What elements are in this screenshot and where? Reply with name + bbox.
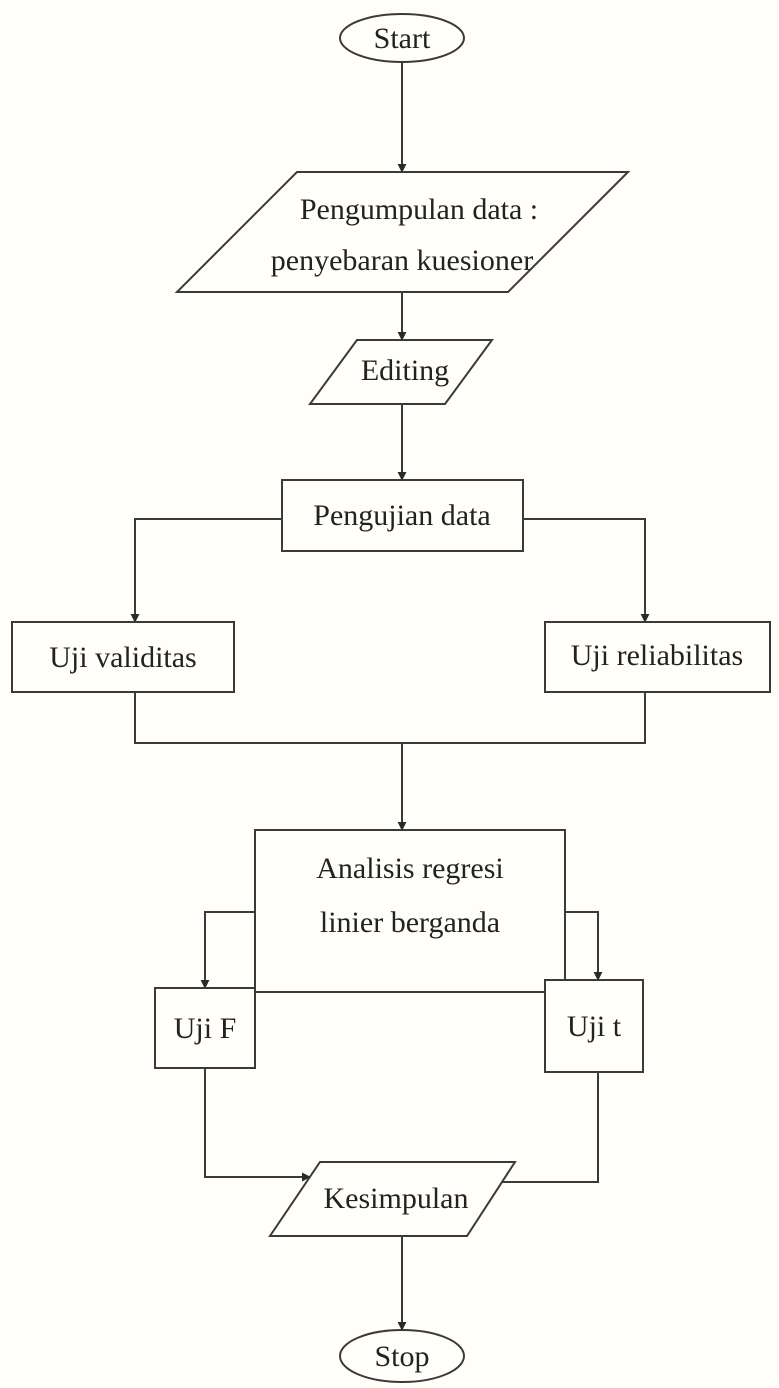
edge-pengujian-to-uji-validitas — [130, 518, 282, 623]
uji-f-shape — [154, 987, 256, 1069]
analisis-regresi-label-line1: Analisis regresi — [316, 852, 503, 885]
uji-reliabilitas-node: Uji reliabilitas — [544, 621, 771, 693]
analisis-regresi-shape — [254, 829, 566, 993]
editing-label: Editing — [361, 354, 449, 387]
pengumpulan-data-shape — [174, 171, 631, 293]
kesimpulan-label: Kesimpulan — [324, 1182, 469, 1215]
analisis-regresi-label-line2: linier berganda — [320, 906, 500, 939]
analisis-regresi-node: Analisis regresi linier berganda — [254, 829, 566, 993]
uji-reliabilitas-label: Uji reliabilitas — [571, 639, 743, 672]
pengujian-data-node: Pengujian data — [281, 479, 524, 552]
uji-f-label: Uji F — [174, 1012, 237, 1045]
uji-validitas-label: Uji validitas — [49, 641, 196, 674]
uji-t-label: Uji t — [567, 1010, 622, 1043]
edge-analisis-to-uji-t — [565, 911, 603, 981]
uji-f-node: Uji F — [154, 987, 256, 1069]
uji-reliabilitas-shape — [544, 621, 771, 693]
pengujian-data-label: Pengujian data — [313, 499, 490, 532]
connectors — [130, 62, 650, 1331]
uji-t-node: Uji t — [544, 979, 644, 1073]
kesimpulan-shape — [268, 1161, 517, 1237]
editing-node: Editing — [308, 339, 494, 405]
start-label: Start — [374, 22, 431, 55]
edge-analisis-to-uji-f-path — [200, 911, 255, 989]
pengumpulan-data-label-line2: penyebaran kuesioner — [271, 244, 533, 277]
stop-terminal-shape — [339, 1329, 465, 1383]
uji-validitas-node: Uji validitas — [11, 621, 235, 693]
pengujian-data-shape — [281, 479, 524, 552]
edge-uji-t-to-kesimpulan — [474, 1072, 599, 1187]
uji-t-shape — [544, 979, 644, 1073]
uji-validitas-shape — [11, 621, 235, 693]
start-terminal-shape — [339, 13, 465, 63]
stop-node: Stop — [339, 1329, 465, 1383]
pengumpulan-data-node: Pengumpulan data : penyebaran kuesioner — [174, 171, 631, 293]
start-node: Start — [339, 13, 465, 63]
edge-join-validitas-reliabilitas — [134, 692, 646, 744]
pengumpulan-data-label-line1: Pengumpulan data : — [300, 193, 538, 226]
stop-label: Stop — [374, 1340, 429, 1373]
edge-pengujian-to-uji-reliabilitas — [523, 518, 650, 623]
editing-shape — [308, 339, 494, 405]
edge-uji-f-to-kesimpulan — [204, 1068, 311, 1182]
kesimpulan-node: Kesimpulan — [268, 1161, 517, 1237]
